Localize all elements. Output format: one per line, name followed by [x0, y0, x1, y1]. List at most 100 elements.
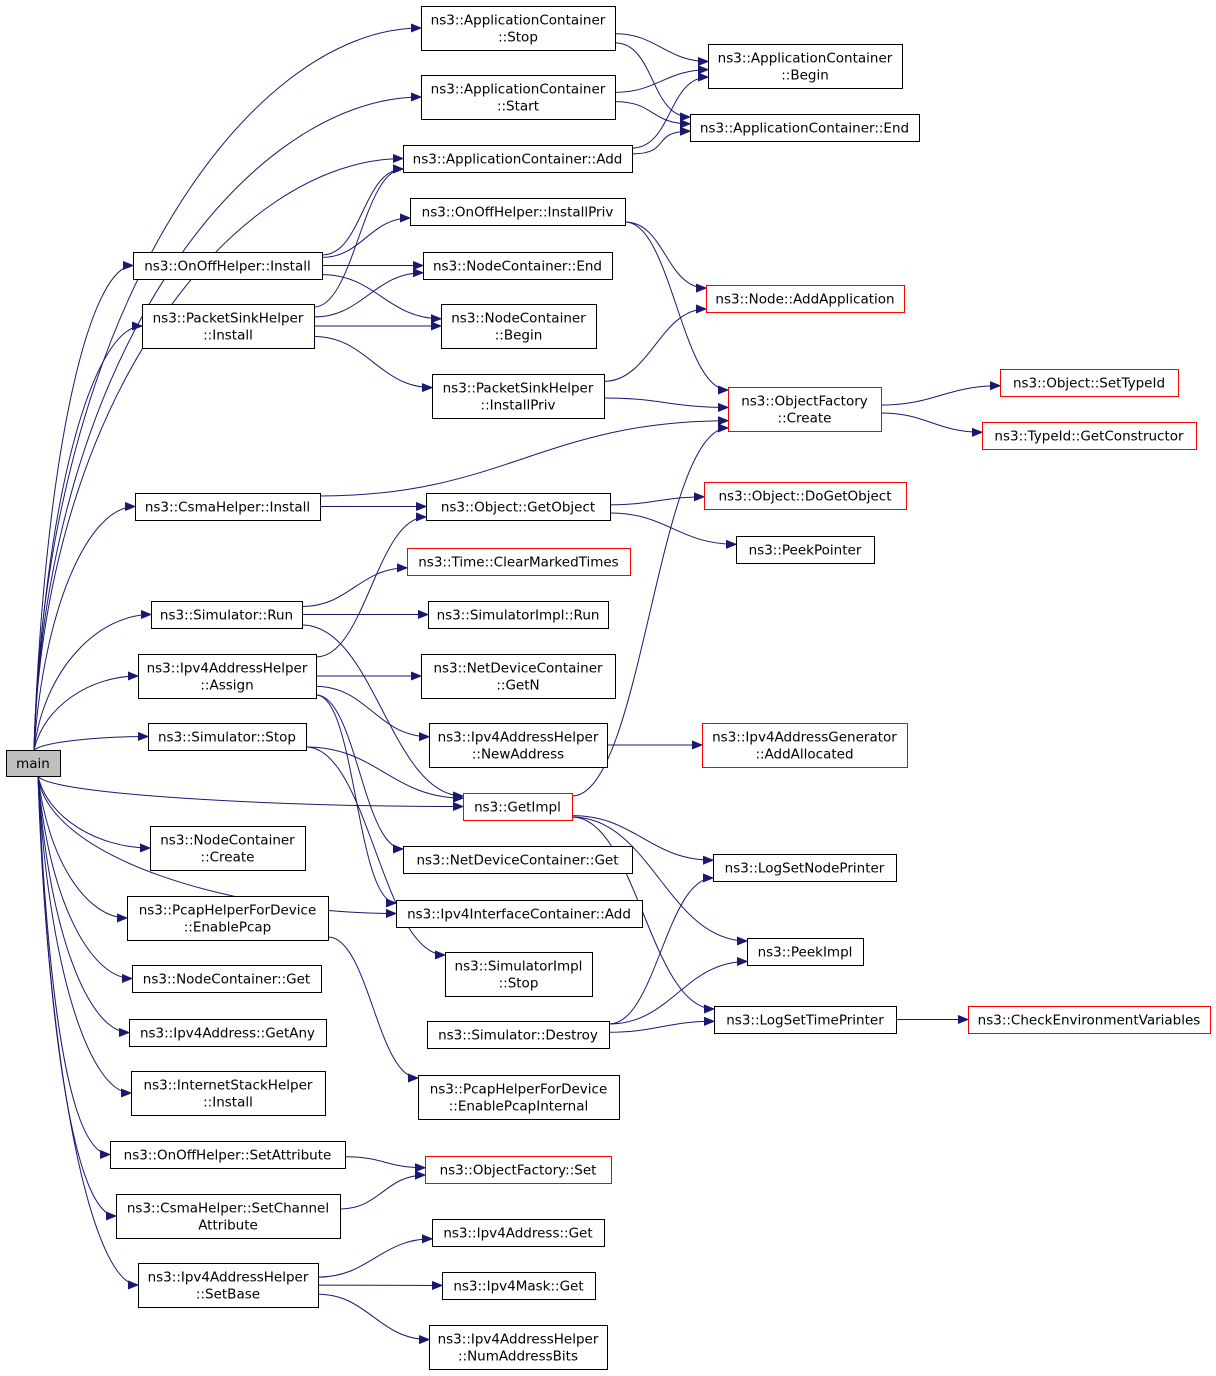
node-box — [747, 938, 864, 966]
edge-psh_installpriv-to-of_create — [603, 397, 728, 407]
node-obj_settypeid[interactable]: ns3::Object::SetTypeId — [1000, 369, 1179, 397]
node-nc_get[interactable]: ns3::NodeContainer::Get — [132, 965, 322, 993]
node-label: ns3::Ipv4AddressHelper — [147, 661, 308, 677]
edge-main-to-ac_start — [33, 97, 421, 751]
node-nc_create[interactable]: ns3::NodeContainer::Create — [150, 826, 306, 871]
edge-sim_destroy-to-peekimpl — [608, 961, 747, 1025]
node-logsetnodeprinter[interactable]: ns3::LogSetNodePrinter — [713, 854, 897, 882]
node-box — [407, 548, 631, 576]
node-label: ns3::ObjectFactory::Set — [440, 1163, 597, 1179]
node-psh_installpriv[interactable]: ns3::PacketSinkHelper::InstallPriv — [432, 374, 605, 419]
node-peekimpl[interactable]: ns3::PeekImpl — [747, 938, 864, 966]
node-box — [432, 374, 605, 419]
node-typeid_getctor[interactable]: ns3::TypeId::GetConstructor — [982, 422, 1197, 450]
node-obj_getobject[interactable]: ns3::Object::GetObject — [426, 493, 611, 521]
node-simimpl_run[interactable]: ns3::SimulatorImpl::Run — [428, 601, 609, 629]
edge-sim_run-to-time_clear — [301, 568, 407, 608]
node-ipv4ah_setbase[interactable]: ns3::Ipv4AddressHelper::SetBase — [138, 1263, 319, 1308]
node-ac_stop[interactable]: ns3::ApplicationContainer::Stop — [421, 6, 616, 51]
edge-psh_install-to-ac_add — [313, 169, 403, 308]
node-ac_begin[interactable]: ns3::ApplicationContainer::Begin — [708, 44, 903, 89]
node-box — [728, 387, 882, 432]
node-ndc_getn[interactable]: ns3::NetDeviceContainer::GetN — [421, 654, 616, 699]
node-label: ns3::SimulatorImpl::Run — [437, 608, 600, 624]
node-ipv4ah_newaddr[interactable]: ns3::Ipv4AddressHelper::NewAddress — [429, 723, 608, 768]
edge-psh_installpriv-to-node_addapp — [603, 309, 706, 382]
node-ipv4mask_get[interactable]: ns3::Ipv4Mask::Get — [442, 1272, 596, 1300]
node-label: ns3::OnOffHelper::SetAttribute — [124, 1148, 332, 1164]
node-label: ns3::PeekImpl — [758, 945, 853, 961]
node-label: ns3::Ipv4AddressHelper — [438, 1332, 599, 1348]
node-ish_install[interactable]: ns3::InternetStackHelper::Install — [131, 1071, 326, 1116]
node-sim_destroy[interactable]: ns3::Simulator::Destroy — [427, 1021, 610, 1049]
node-onoff_setattr[interactable]: ns3::OnOffHelper::SetAttribute — [110, 1141, 346, 1169]
node-label: ns3::NodeContainer::End — [433, 259, 602, 275]
node-label: ns3::CsmaHelper::Install — [145, 500, 310, 516]
node-of_set[interactable]: ns3::ObjectFactory::Set — [425, 1156, 612, 1184]
node-peekpointer[interactable]: ns3::PeekPointer — [736, 536, 875, 564]
node-ndc_get[interactable]: ns3::NetDeviceContainer::Get — [403, 846, 633, 874]
node-box — [421, 6, 616, 51]
node-of_create[interactable]: ns3::ObjectFactory::Create — [728, 387, 882, 432]
node-label: ns3::Simulator::Run — [160, 608, 293, 624]
node-getimpl[interactable]: ns3::GetImpl — [463, 793, 573, 821]
node-ac_end[interactable]: ns3::ApplicationContainer::End — [690, 114, 920, 142]
node-sim_stop[interactable]: ns3::Simulator::Stop — [148, 723, 307, 751]
node-ipv4ah_numbits[interactable]: ns3::Ipv4AddressHelper::NumAddressBits — [429, 1325, 608, 1370]
node-checkenv[interactable]: ns3::CheckEnvironmentVariables — [968, 1006, 1211, 1034]
node-main[interactable]: main — [6, 750, 61, 777]
node-box — [429, 1325, 608, 1370]
node-onoff_install[interactable]: ns3::OnOffHelper::Install — [133, 252, 323, 280]
node-label: ::GetN — [496, 678, 539, 694]
node-ac_start[interactable]: ns3::ApplicationContainer::Start — [421, 75, 616, 120]
node-ipv4_get[interactable]: ns3::Ipv4Address::Get — [432, 1219, 605, 1247]
node-node_addapp[interactable]: ns3::Node::AddApplication — [706, 285, 905, 313]
node-box — [148, 723, 307, 751]
node-logsettimeprinter[interactable]: ns3::LogSetTimePrinter — [714, 1006, 897, 1034]
nodes-layer: mainns3::ApplicationContainer::Stopns3::… — [6, 6, 1211, 1370]
node-box — [441, 304, 597, 349]
node-label: ns3::CsmaHelper::SetChannel — [127, 1201, 329, 1217]
node-ipv4_getany[interactable]: ns3::Ipv4Address::GetAny — [129, 1019, 327, 1047]
node-label: ::InstallPriv — [481, 398, 556, 414]
node-nc_end[interactable]: ns3::NodeContainer::End — [423, 252, 613, 280]
node-box — [129, 1019, 327, 1047]
node-label: ns3::Object::DoGetObject — [718, 489, 891, 505]
node-box — [713, 854, 897, 882]
node-box — [706, 285, 905, 313]
edge-onoff_installpriv-to-of_create — [624, 221, 728, 390]
node-time_clear[interactable]: ns3::Time::ClearMarkedTimes — [407, 548, 631, 576]
edge-ipv4ah_setbase-to-ipv4_get — [317, 1239, 432, 1278]
node-box — [736, 536, 875, 564]
node-ipv4ag_addalloc[interactable]: ns3::Ipv4AddressGenerator::AddAllocated — [702, 723, 908, 768]
node-pcap_internal[interactable]: ns3::PcapHelperForDevice::EnablePcapInte… — [418, 1075, 620, 1120]
node-label: ::SetBase — [196, 1287, 260, 1303]
edge-main-to-onoff_setattr — [37, 775, 110, 1155]
edge-main-to-pcap_enable — [37, 775, 127, 918]
node-onoff_installpriv[interactable]: ns3::OnOffHelper::InstallPriv — [410, 198, 626, 226]
node-label: ns3::ApplicationContainer::End — [700, 121, 909, 137]
node-ipv4ah_assign[interactable]: ns3::Ipv4AddressHelper::Assign — [138, 654, 317, 699]
node-label: ::NumAddressBits — [458, 1349, 578, 1365]
node-box — [445, 952, 593, 997]
node-box — [403, 145, 633, 173]
node-label: ::EnablePcapInternal — [449, 1099, 589, 1115]
node-psh_install[interactable]: ns3::PacketSinkHelper::Install — [142, 304, 315, 349]
node-box — [127, 896, 329, 941]
edge-obj_getobject-to-obj_dogetobject — [609, 497, 704, 506]
node-nc_begin[interactable]: ns3::NodeContainer::Begin — [441, 304, 597, 349]
node-obj_dogetobject[interactable]: ns3::Object::DoGetObject — [704, 482, 907, 510]
node-simimpl_stop[interactable]: ns3::SimulatorImpl::Stop — [445, 952, 593, 997]
node-label: ::Stop — [499, 976, 539, 992]
node-pcap_enable[interactable]: ns3::PcapHelperForDevice::EnablePcap — [127, 896, 329, 941]
node-csma_install[interactable]: ns3::CsmaHelper::Install — [135, 493, 321, 521]
node-box — [428, 601, 609, 629]
node-box — [133, 252, 323, 280]
node-label: ::Begin — [495, 328, 543, 344]
node-sim_run[interactable]: ns3::Simulator::Run — [151, 601, 303, 629]
node-ac_add[interactable]: ns3::ApplicationContainer::Add — [403, 145, 633, 173]
node-label: ns3::Ipv4Address::Get — [443, 1226, 592, 1242]
node-ipv4ic_add[interactable]: ns3::Ipv4InterfaceContainer::Add — [396, 900, 643, 928]
node-label: ns3::ApplicationContainer — [718, 51, 893, 67]
